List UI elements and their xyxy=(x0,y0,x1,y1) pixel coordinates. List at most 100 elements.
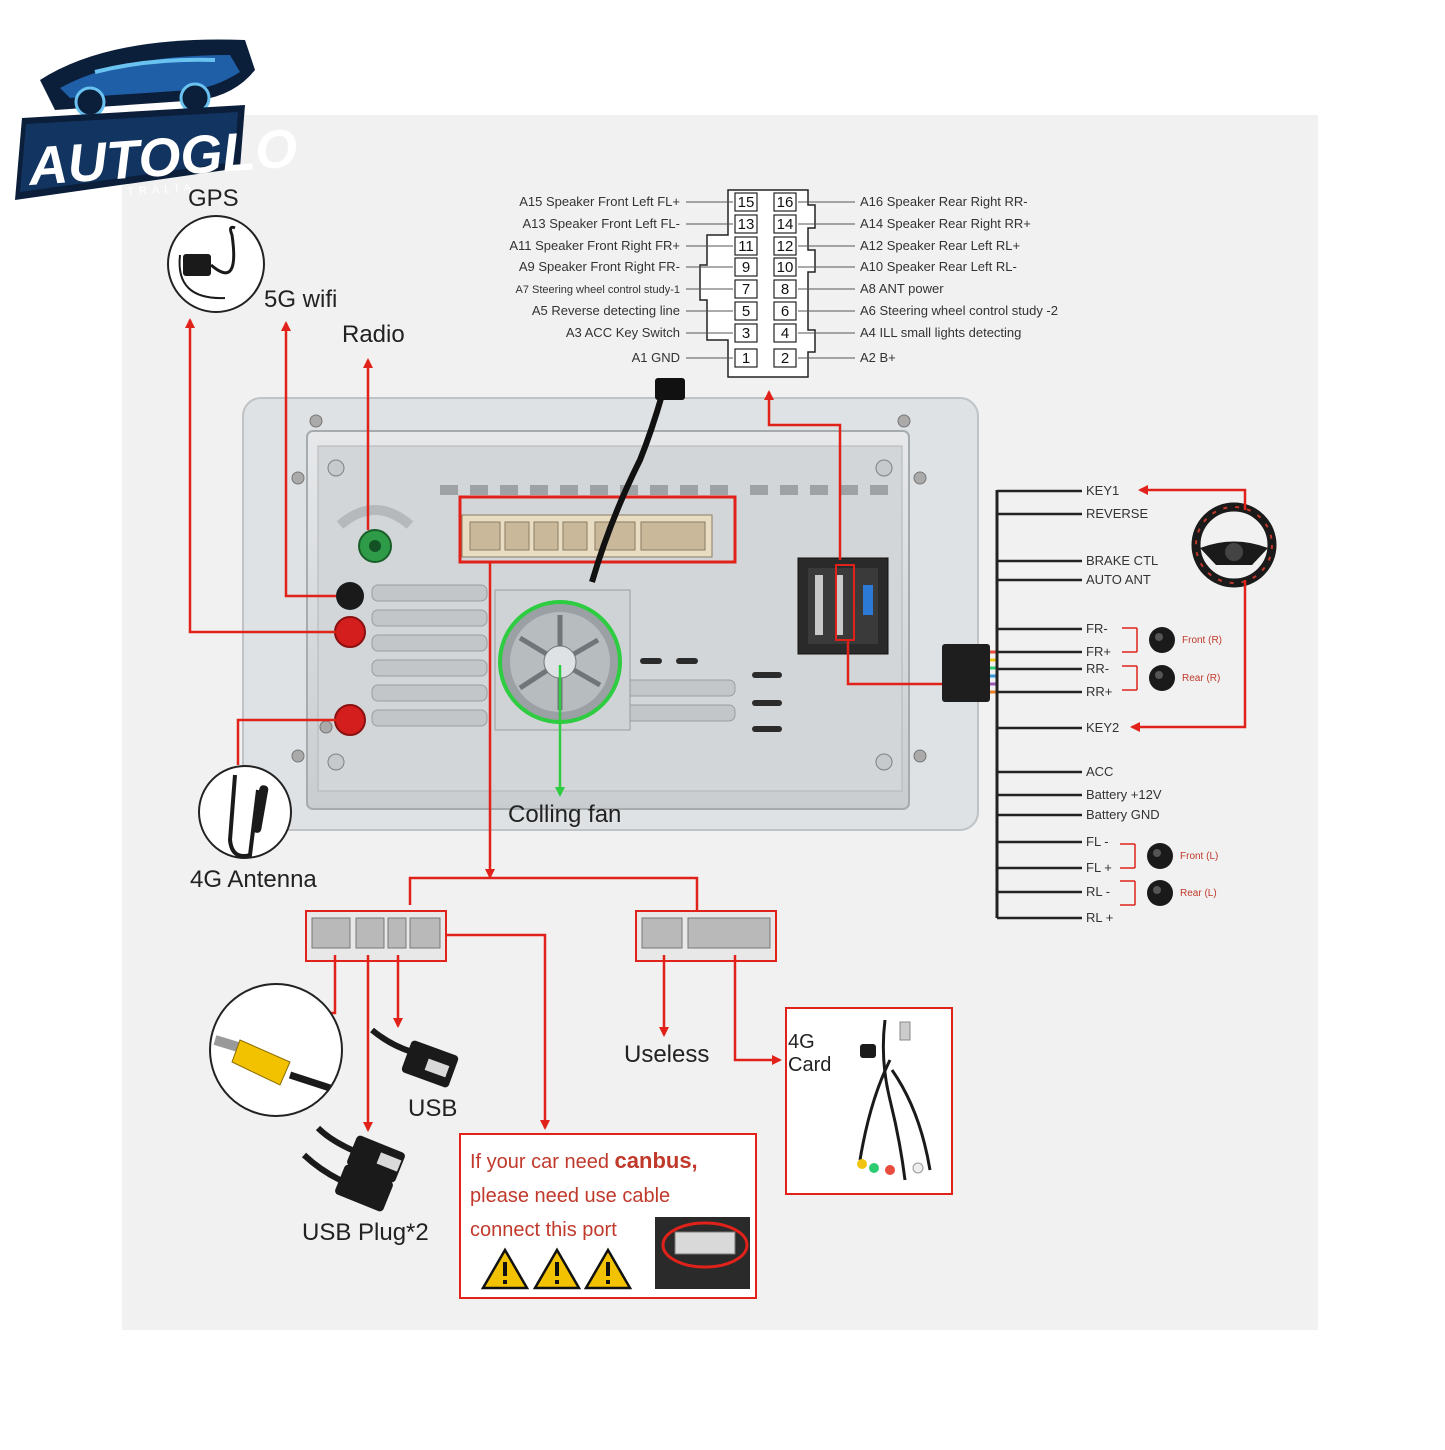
pin-label: A8 ANT power xyxy=(860,281,944,296)
harness-wire-label: KEY1 xyxy=(1086,483,1119,498)
speaker-icon: Rear (R) xyxy=(1122,665,1220,691)
harness-wire-label: FL - xyxy=(1086,834,1109,849)
pin-box xyxy=(734,323,758,343)
usb-label: USB xyxy=(408,1095,457,1122)
pin-number: 14 xyxy=(777,216,794,233)
pin-number: 1 xyxy=(742,350,750,367)
pin-number: 4 xyxy=(781,325,789,342)
canbus-note-box: If your car need canbus, please need use… xyxy=(459,1133,757,1299)
pin-number: 9 xyxy=(742,259,750,276)
harness-wire-label: FR+ xyxy=(1086,644,1111,659)
4g-card-label-line1: 4G xyxy=(788,1031,815,1053)
usb-plug-label: USB Plug*2 xyxy=(302,1219,429,1246)
cooling-fan-icon xyxy=(494,589,631,731)
bottom-connector-left xyxy=(305,910,447,962)
pin-number: 13 xyxy=(738,216,755,233)
pin-box xyxy=(773,192,797,212)
pin-box xyxy=(773,323,797,343)
canbus-line1: If your car need canbus, xyxy=(470,1148,698,1173)
pin-number: 2 xyxy=(781,350,789,367)
harness-wire-label: KEY2 xyxy=(1086,720,1119,735)
gps-label: GPS xyxy=(188,185,239,212)
radio-label: Radio xyxy=(342,321,405,348)
pin-number: 11 xyxy=(738,238,754,255)
pin-box xyxy=(734,279,758,299)
pin-box xyxy=(773,257,797,277)
wifi-label: 5G wifi xyxy=(264,286,337,313)
pin-label: A6 Steering wheel control study -2 xyxy=(860,303,1058,318)
pin-number: 16 xyxy=(777,194,794,211)
harness-wire-label: Battery +12V xyxy=(1086,787,1162,802)
pin-label: A3 ACC Key Switch xyxy=(566,325,680,340)
pin-label: A1 GND xyxy=(632,350,680,365)
pin-label: A10 Speaker Rear Left RL- xyxy=(860,259,1017,274)
bottom-connector-right xyxy=(635,910,777,962)
cooling-fan-label: Colling fan xyxy=(508,801,621,828)
pin-box xyxy=(734,192,758,212)
harness-wire-label: RL + xyxy=(1086,910,1113,925)
pin-box xyxy=(773,236,797,256)
pin-number: 10 xyxy=(777,259,794,276)
speaker-label: Rear (R) xyxy=(1182,673,1220,684)
speaker-label: Rear (L) xyxy=(1180,888,1217,899)
pin-number: 12 xyxy=(777,238,794,255)
canbus-port-photo xyxy=(655,1217,750,1289)
screw-icons xyxy=(291,414,927,771)
vent-slots xyxy=(640,658,782,732)
pin-number: 7 xyxy=(742,281,750,298)
canbus-line3: connect this port xyxy=(470,1219,617,1241)
usb-plug-icon xyxy=(301,1125,405,1212)
pin-label: A13 Speaker Front Left FL- xyxy=(522,216,680,231)
pin-box xyxy=(734,257,758,277)
signal-arrows xyxy=(185,318,942,910)
pin-number: 6 xyxy=(781,303,789,320)
pin-label: A9 Speaker Front Right FR- xyxy=(519,259,680,274)
pin-box xyxy=(734,214,758,234)
pin-number: 5 xyxy=(742,303,750,320)
harness-wire-label: BRAKE CTL xyxy=(1086,553,1158,568)
harness-wire-label: RR+ xyxy=(1086,684,1112,699)
pin-label: A5 Reverse detecting line xyxy=(532,303,680,318)
pin-label: A2 B+ xyxy=(860,350,896,365)
pin-box xyxy=(773,301,797,321)
warning-icon xyxy=(480,1247,633,1290)
harness-wire-label: ACC xyxy=(1086,764,1113,779)
speaker-label: Front (L) xyxy=(1180,851,1218,862)
pin-box xyxy=(773,214,797,234)
pin-box xyxy=(773,279,797,299)
pin-box xyxy=(734,301,758,321)
4g-antenna-label: 4G Antenna xyxy=(190,866,317,893)
harness-wire-label: Battery GND xyxy=(1086,807,1160,822)
pin-box xyxy=(734,236,758,256)
pin-label: A14 Speaker Rear Right RR+ xyxy=(860,216,1031,231)
pin-label: A12 Speaker Rear Left RL+ xyxy=(860,238,1020,253)
speaker-label: Front (R) xyxy=(1182,635,1222,646)
useless-label: Useless xyxy=(624,1041,709,1068)
4g-card-box xyxy=(785,1007,953,1195)
speaker-icon: Rear (L) xyxy=(1120,880,1217,906)
pin-label: A7 Steering wheel control study-1 xyxy=(516,284,680,296)
pin-number: 3 xyxy=(742,325,750,342)
4g-antenna-icon xyxy=(198,765,292,859)
pin-number: 15 xyxy=(738,194,755,211)
speaker-icon: Front (L) xyxy=(1120,843,1218,869)
top-vents xyxy=(440,485,888,495)
pin-box xyxy=(773,348,797,368)
4g-card-label-line2: Card xyxy=(788,1054,831,1076)
canbus-line2: please need use cable xyxy=(470,1185,670,1207)
rca-connector-icon xyxy=(209,983,343,1117)
heatsink-fins xyxy=(371,584,736,727)
pin-number: 8 xyxy=(781,281,789,298)
pin-label: A16 Speaker Rear Right RR- xyxy=(860,194,1028,209)
steering-wheel-icon xyxy=(1191,502,1277,588)
harness-wire-label: FL + xyxy=(1086,860,1112,875)
harness-wire-label: REVERSE xyxy=(1086,506,1148,521)
harness-wire-label: AUTO ANT xyxy=(1086,572,1151,587)
pin-label: A11 Speaker Front Right FR+ xyxy=(509,238,680,253)
gps-antenna-icon xyxy=(167,215,265,313)
harness-wire-label: RL - xyxy=(1086,884,1110,899)
speaker-icon: Front (R) xyxy=(1122,627,1222,653)
harness-wire-label: RR- xyxy=(1086,661,1109,676)
